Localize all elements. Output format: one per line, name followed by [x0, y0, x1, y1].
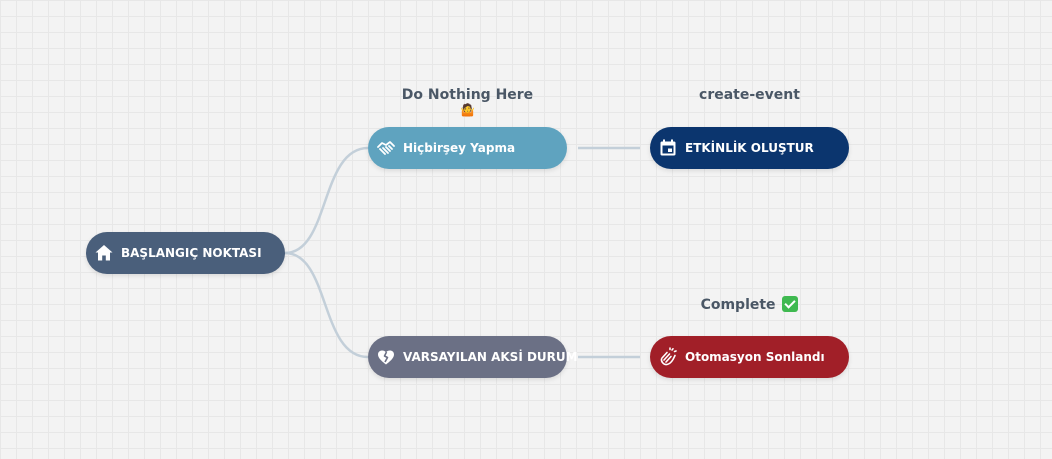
home-icon — [94, 243, 114, 263]
node-start[interactable]: BAŞLANGIÇ NOKTASI — [86, 232, 285, 274]
clapping-hands-icon — [658, 347, 678, 367]
node-automation-end[interactable]: Otomasyon Sonlandı — [650, 336, 849, 378]
connector-start-to-nothing — [284, 146, 369, 255]
caption-create-event: create-event — [699, 87, 800, 103]
node-automation-end-label: Otomasyon Sonlandı — [685, 350, 825, 364]
node-do-nothing-label: Hiçbirşey Yapma — [403, 141, 516, 155]
node-do-nothing[interactable]: Hiçbirşey Yapma — [368, 127, 567, 169]
caption-do-nothing: Do Nothing Here — [401, 87, 534, 103]
node-default-case[interactable]: VARSAYILAN AKSİ DURUM — [368, 336, 578, 378]
check-mark-icon — [782, 296, 799, 312]
node-create-event-label: ETKİNLİK OLUŞTUR — [685, 141, 814, 155]
node-default-case-label: VARSAYILAN AKSİ DURUM — [403, 350, 578, 364]
caption-complete: Complete — [650, 296, 849, 313]
connector-start-to-default — [284, 251, 369, 359]
handshake-icon — [376, 138, 396, 158]
caption-shrug-emoji: 🤷 — [460, 103, 475, 117]
node-create-event[interactable]: ETKİNLİK OLUŞTUR — [650, 127, 849, 169]
broken-heart-icon — [376, 347, 396, 367]
node-start-label: BAŞLANGIÇ NOKTASI — [121, 246, 262, 260]
caption-complete-text: Complete — [700, 297, 776, 313]
calendar-icon — [658, 138, 678, 158]
